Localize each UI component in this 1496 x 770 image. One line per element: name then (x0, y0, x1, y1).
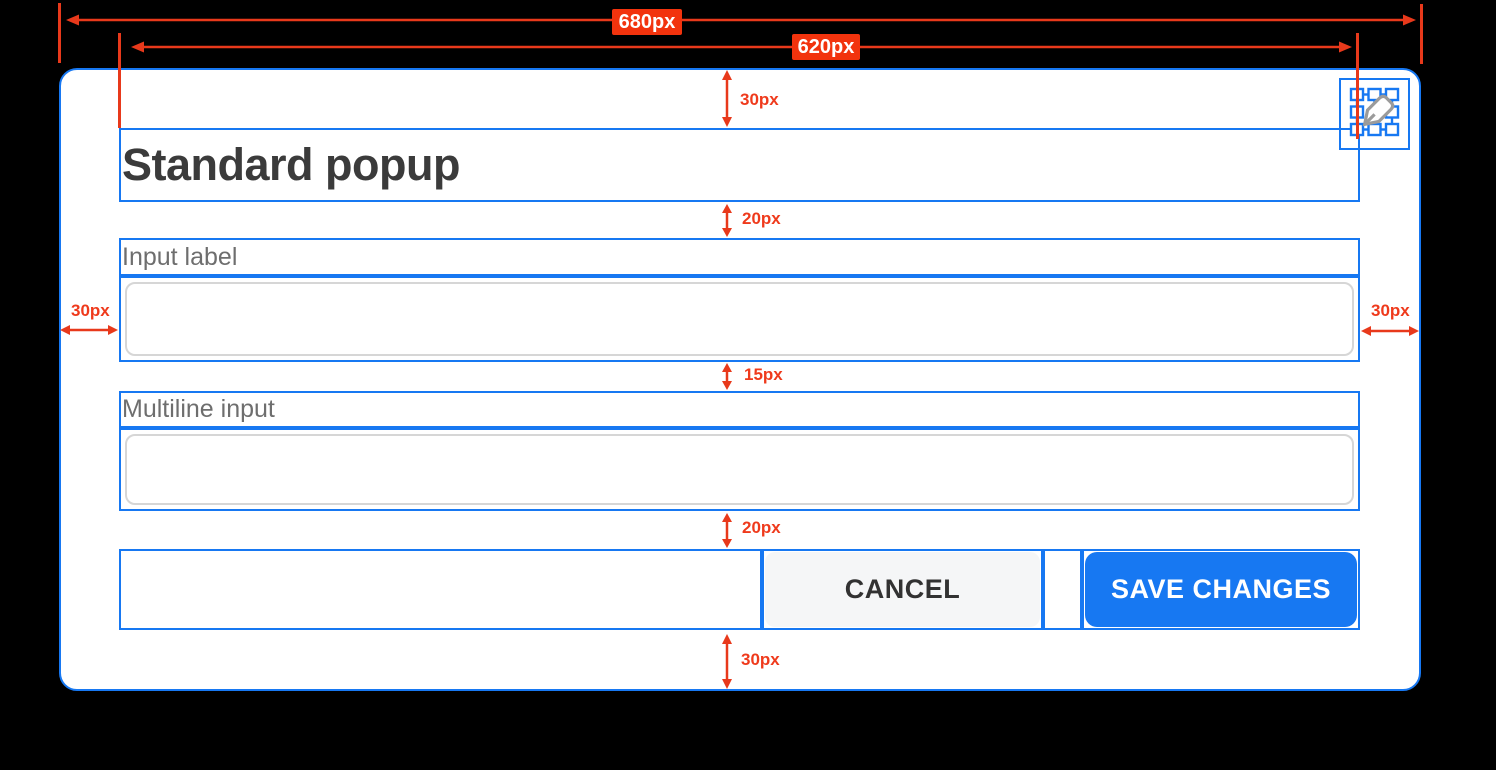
text-input-box (119, 276, 1360, 362)
cancel-button-label: CANCEL (844, 574, 961, 604)
save-changes-button[interactable]: SAVE CHANGES (1085, 552, 1357, 627)
save-changes-button-label: SAVE CHANGES (1110, 574, 1332, 604)
multiline-label-box: Multiline input (119, 391, 1360, 428)
button-row-spacer (119, 549, 762, 630)
gap-after-title-label: 20px (742, 209, 781, 228)
gap-between-fields-arrow (722, 363, 732, 390)
inner-width-badge: 620px (792, 34, 860, 60)
gap-between-fields-label: 15px (744, 365, 783, 384)
pen-nib-glyph (1362, 94, 1395, 127)
margin-bottom-label: 30px (741, 650, 780, 669)
margin-right-arrow (1361, 326, 1419, 336)
outer-width-badge: 680px (612, 9, 682, 35)
outer-width-arrow (66, 14, 1416, 26)
guide-outer-right (1420, 4, 1423, 64)
margin-top-arrow (722, 70, 732, 127)
input-label-box: Input label (119, 238, 1360, 276)
margin-right-label: 30px (1371, 301, 1410, 320)
cancel-button[interactable]: CANCEL (765, 552, 1040, 627)
cancel-button-box: CANCEL (762, 549, 1043, 630)
multiline-label: Multiline input (122, 395, 275, 423)
guide-inner-right (1356, 33, 1359, 139)
save-button-box: SAVE CHANGES (1082, 549, 1360, 630)
multiline-input-box (119, 428, 1360, 511)
popup-title-box: Standard popup (119, 128, 1360, 202)
margin-left-arrow (60, 325, 118, 335)
widget-pen-icon[interactable] (1339, 78, 1410, 150)
margin-left-label: 30px (71, 301, 110, 320)
gap-before-buttons-arrow (722, 513, 732, 548)
guide-outer-left (58, 3, 61, 63)
guide-inner-left (118, 33, 121, 128)
popup-title: Standard popup (122, 139, 460, 190)
text-input[interactable] (125, 282, 1354, 356)
button-gap-box (1043, 549, 1082, 630)
inner-width-arrow (131, 41, 1352, 53)
multiline-input[interactable] (125, 434, 1354, 505)
gap-before-buttons-label: 20px (742, 518, 781, 537)
margin-top-label: 30px (740, 90, 779, 109)
margin-bottom-arrow (722, 634, 732, 689)
gap-after-title-arrow (722, 204, 732, 237)
input-label: Input label (122, 242, 238, 271)
